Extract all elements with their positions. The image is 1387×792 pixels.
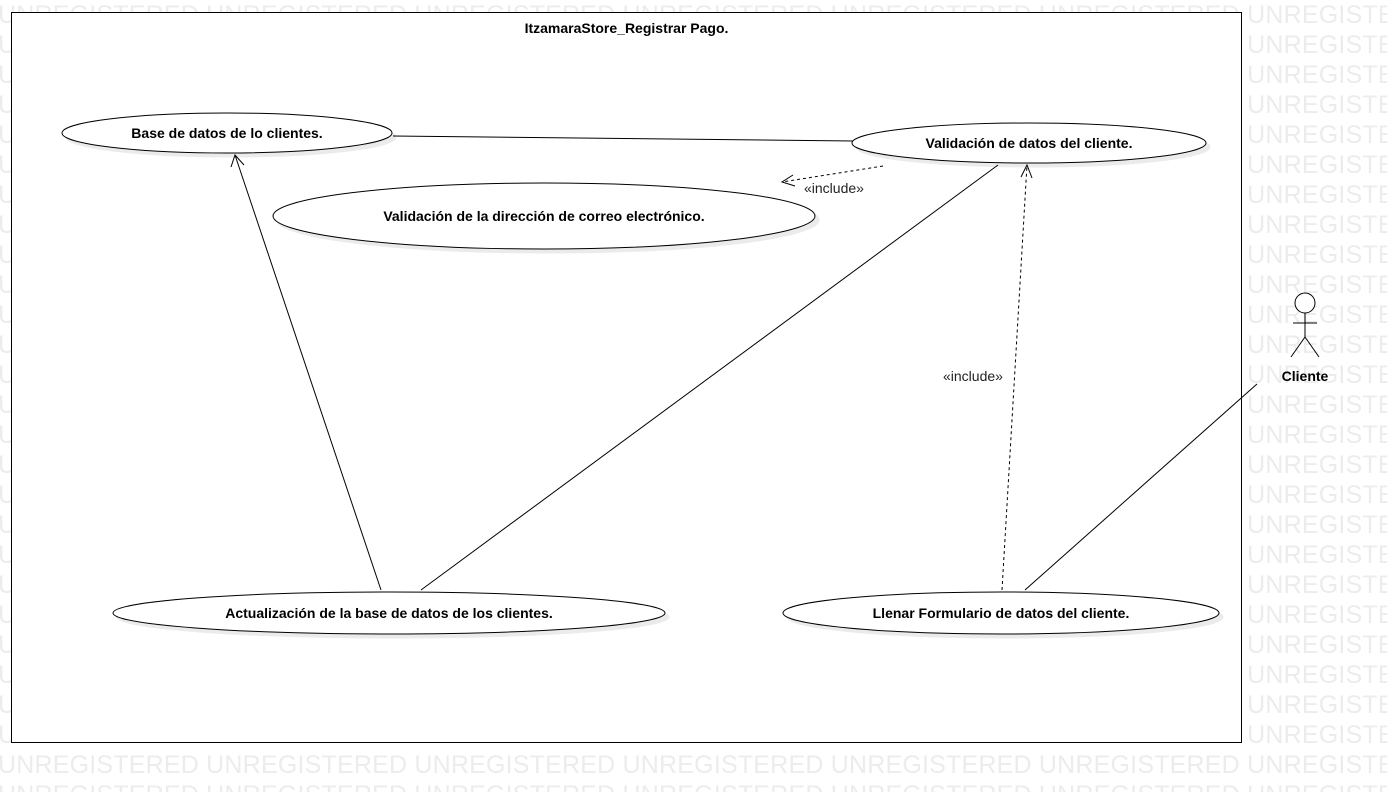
arrowhead-include-correo [780,174,796,187]
use-case-actualizacion[interactable]: Actualización de la base de datos de los… [112,591,666,635]
include-validacion-to-correo[interactable] [781,165,884,183]
use-case-ellipse [851,122,1207,164]
use-case-base-datos[interactable]: Base de datos de lo clientes. [61,112,393,154]
actor-cliente[interactable]: Cliente [1282,292,1329,384]
use-case-ellipse [782,591,1220,635]
association-cliente-to-formulario[interactable] [1024,383,1258,591]
association-base-to-validacion[interactable] [392,135,854,142]
actor-leg-right [1304,336,1320,358]
use-case-label: Actualización de la base de datos de los… [225,605,553,621]
use-case-ellipse [61,112,393,154]
use-case-ellipse [112,591,666,635]
use-case-llenar-formulario[interactable]: Llenar Formulario de datos del cliente. [782,591,1220,635]
association-actualizacion-to-validacion[interactable] [420,164,999,591]
association-actualizacion-to-base[interactable] [234,154,382,591]
use-case-ellipse [272,182,816,250]
use-case-label: Llenar Formulario de datos del cliente. [873,605,1130,621]
use-case-validacion-correo[interactable]: Validación de la dirección de correo ele… [272,182,816,250]
actor-head [1294,292,1316,314]
diagram-title: ItzamaraStore_Registrar Pago. [524,20,729,36]
actor-leg-left [1290,336,1306,358]
relations [230,135,1258,591]
include-label-2: «include» [943,368,1003,384]
arrowhead-include-validacion [1020,163,1033,179]
include-label-1: «include» [804,180,864,196]
actor-label: Cliente [1282,368,1329,384]
include-formulario-to-validacion[interactable] [1001,164,1028,591]
arrowhead-open-base [230,154,245,168]
use-case-label: Base de datos de lo clientes. [131,125,322,141]
use-case-label: Validación de la dirección de correo ele… [383,208,704,224]
use-case-validacion-cliente[interactable]: Validación de datos del cliente. [851,122,1207,164]
use-case-label: Validación de datos del cliente. [926,135,1133,151]
